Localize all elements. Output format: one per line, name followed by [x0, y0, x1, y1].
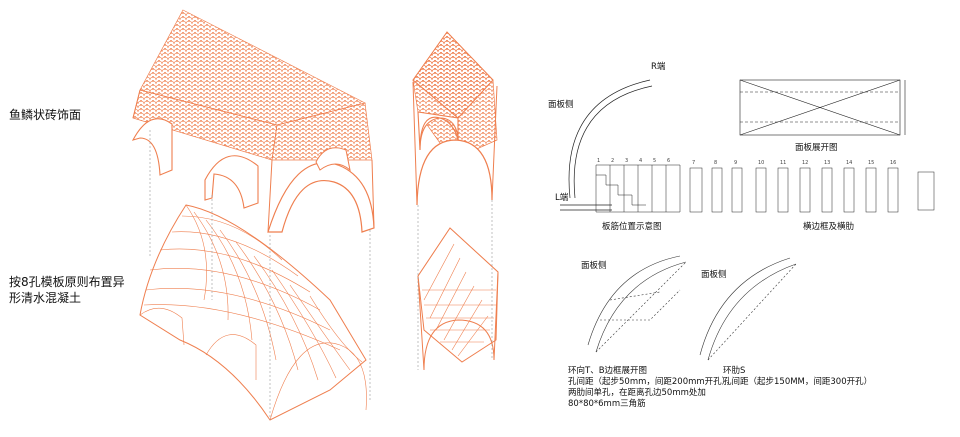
- rib-number: 6: [667, 158, 671, 164]
- rib-number: 4: [639, 158, 643, 164]
- l-end-label: L端: [555, 193, 569, 203]
- fish-scale-label: 鱼鳞状砖饰面: [9, 108, 82, 122]
- rib-position-label: 板筋位置示意图: [602, 222, 662, 232]
- rib-number: 8: [714, 160, 718, 166]
- edge-frame-drawing: [689, 167, 935, 213]
- rib-number: 5: [653, 158, 657, 164]
- concrete-label-line2: 形清水混凝土: [9, 291, 82, 305]
- panel-unfold-label: 面板展开图: [795, 143, 838, 153]
- rib-number: 15: [868, 160, 875, 166]
- gable-vault-brick: [412, 31, 498, 206]
- rib-number: 9: [734, 160, 738, 166]
- panel-side-top-label: 面板侧: [548, 100, 574, 110]
- projection-lines: [149, 130, 493, 420]
- rib-number: 16: [890, 160, 897, 166]
- r-end-label: R端: [651, 62, 666, 72]
- note-left-2: 孔间距（起步50mm，间距200mm开孔），: [568, 377, 735, 387]
- long-vault-brick: [131, 9, 375, 233]
- note-left-4: 80*80*6mm三角筋: [568, 399, 646, 409]
- rib-number: 2: [611, 158, 615, 164]
- rib-position-drawing: [595, 164, 681, 213]
- tb-frame-arc-drawing: [587, 255, 687, 353]
- concrete-label-line1: 按8孔模板原则布置异: [9, 275, 125, 289]
- rib-number: 12: [802, 160, 809, 166]
- rib-number: 13: [824, 160, 831, 166]
- rib-number: 14: [846, 160, 853, 166]
- rib-number: 1: [597, 158, 601, 164]
- note-left-3: 两肋间单孔，在距离孔边50mm处加: [568, 388, 706, 398]
- gable-vault-grid: [417, 227, 499, 371]
- note-left-1: 环向T、B边框展开图: [568, 366, 648, 376]
- ring-rib-arc-drawing: [699, 257, 797, 361]
- note-right-2: 孔间距（起步150MM，间距300开孔）: [723, 377, 873, 387]
- panel-side-mid-left-label: 面板侧: [581, 261, 607, 271]
- long-vault-grid: [139, 204, 367, 421]
- rib-number: 11: [780, 160, 787, 166]
- rib-number: 7: [692, 160, 696, 166]
- rib-number: 3: [625, 158, 629, 164]
- panel-side-mid-right-label: 面板侧: [701, 270, 727, 280]
- note-right-1: 环肋S: [723, 366, 746, 376]
- rib-number: 10: [758, 160, 765, 166]
- curved-panel-drawing: [560, 79, 653, 211]
- edge-frame-label: 横边框及横肋: [803, 222, 855, 232]
- panel-unfold-drawing: [739, 79, 906, 136]
